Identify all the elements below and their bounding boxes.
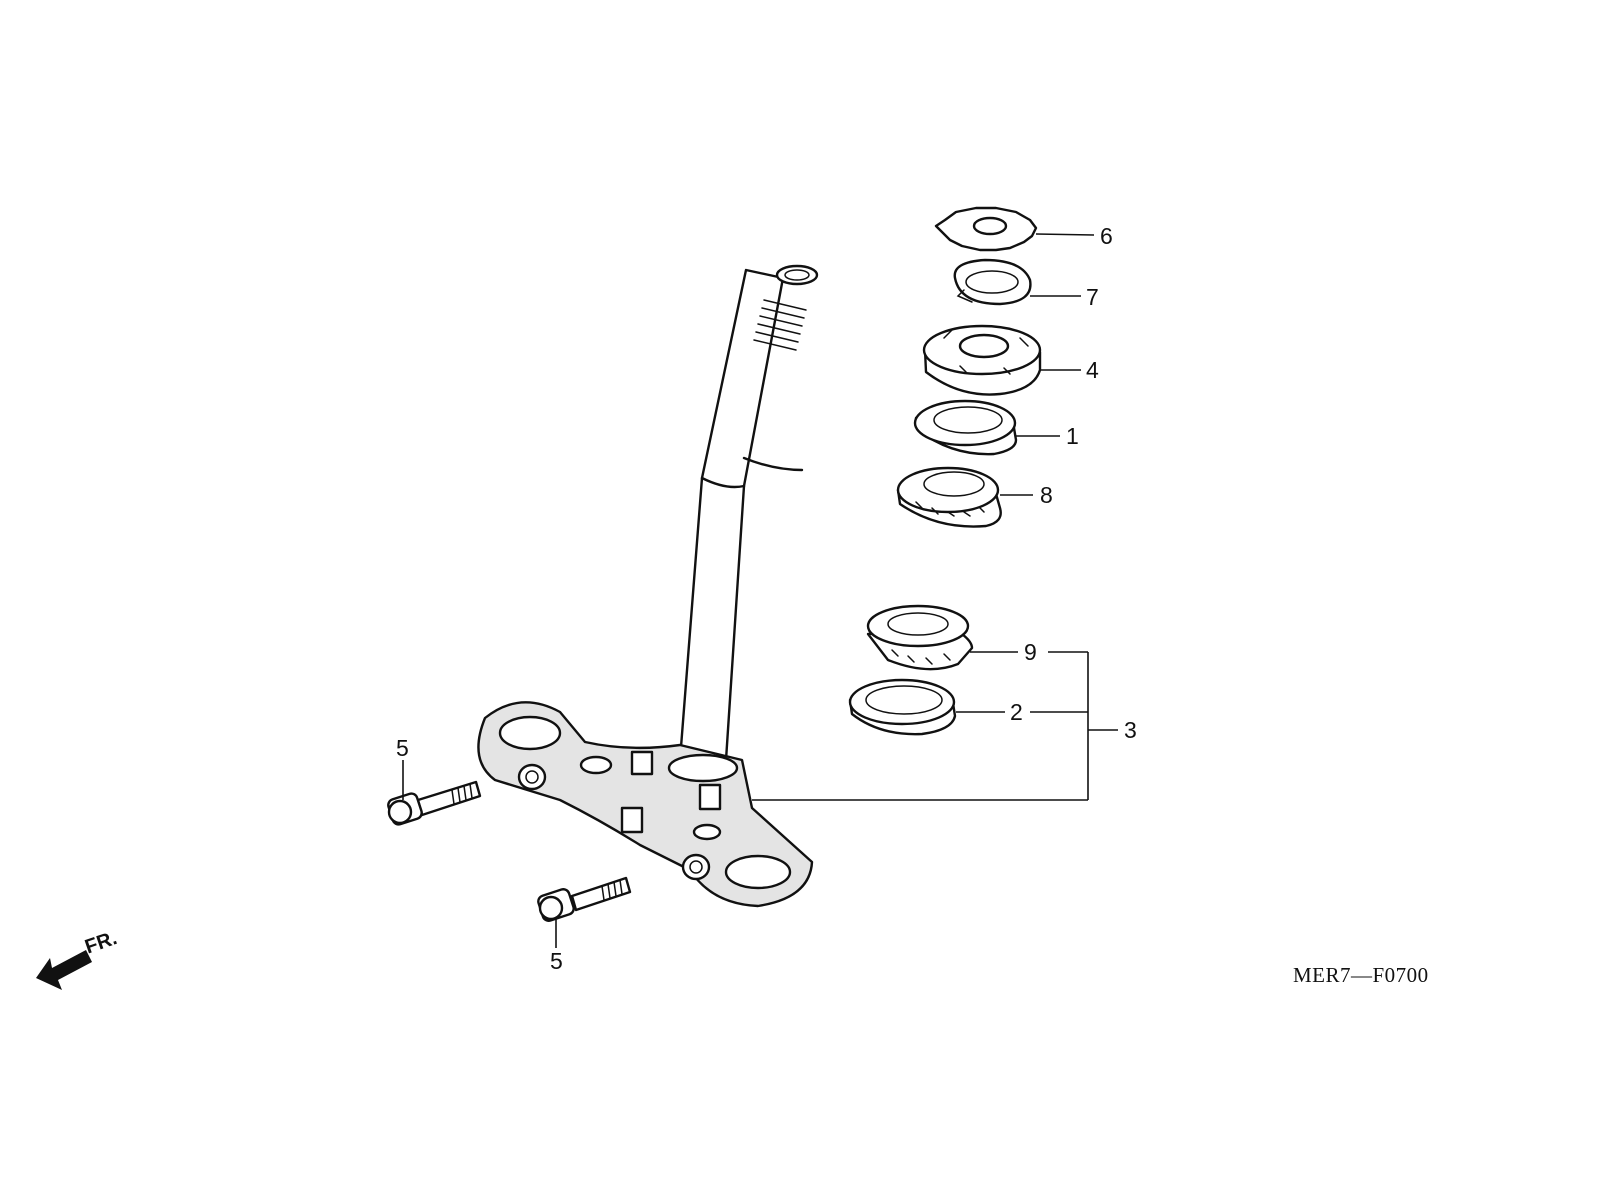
callout-7: 7 [1086,284,1099,310]
part-2-dust-seal [848,678,957,736]
callout-2: 2 [1010,699,1023,725]
part-5-bolt-upper [387,780,482,826]
callout-8: 8 [1040,482,1053,508]
part-4-adjusting-nut [922,324,1042,396]
part-7-lock-washer [953,258,1032,306]
leader-lines [402,233,1118,948]
steering-stem [678,264,819,769]
callout-9: 9 [1024,639,1037,665]
lower-triple-clamp [477,701,814,908]
callout-1: 1 [1066,423,1079,449]
callout-6: 6 [1100,223,1113,249]
part-5-bolt-lower [537,876,632,922]
part-8-upper-bearing [896,466,1002,528]
part-6-lock-nut [934,206,1038,252]
callout-4: 4 [1086,357,1099,383]
diagram-code: MER7—F0700 [1293,963,1429,987]
part-9-lower-bearing [866,604,974,671]
callout-3: 3 [1124,717,1137,743]
callout-5-upper: 5 [396,735,409,761]
part-1-dust-seal [913,399,1018,456]
front-direction-arrow-icon [36,950,92,990]
callout-5-lower: 5 [550,948,563,974]
